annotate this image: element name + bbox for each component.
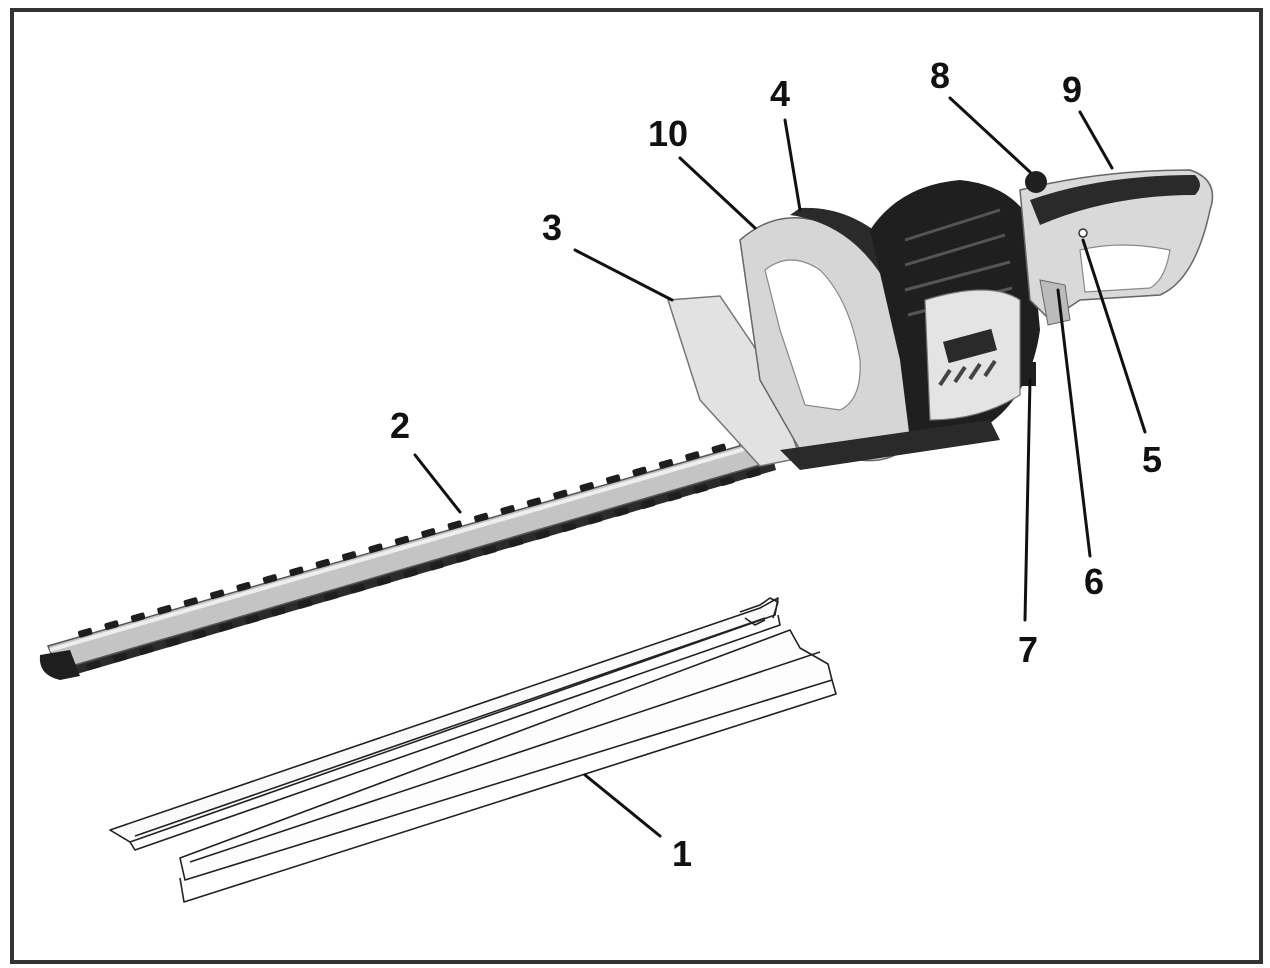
callout-4: 4 [770, 73, 790, 114]
callout-10: 10 [648, 113, 688, 154]
callout-9: 9 [1062, 69, 1082, 110]
callout-1: 1 [672, 833, 692, 874]
callout-6: 6 [1084, 561, 1104, 602]
callout-8: 8 [930, 55, 950, 96]
callout-3: 3 [542, 207, 562, 248]
callout-2: 2 [390, 405, 410, 446]
callout-7: 7 [1018, 629, 1038, 670]
callout-5: 5 [1142, 439, 1162, 480]
